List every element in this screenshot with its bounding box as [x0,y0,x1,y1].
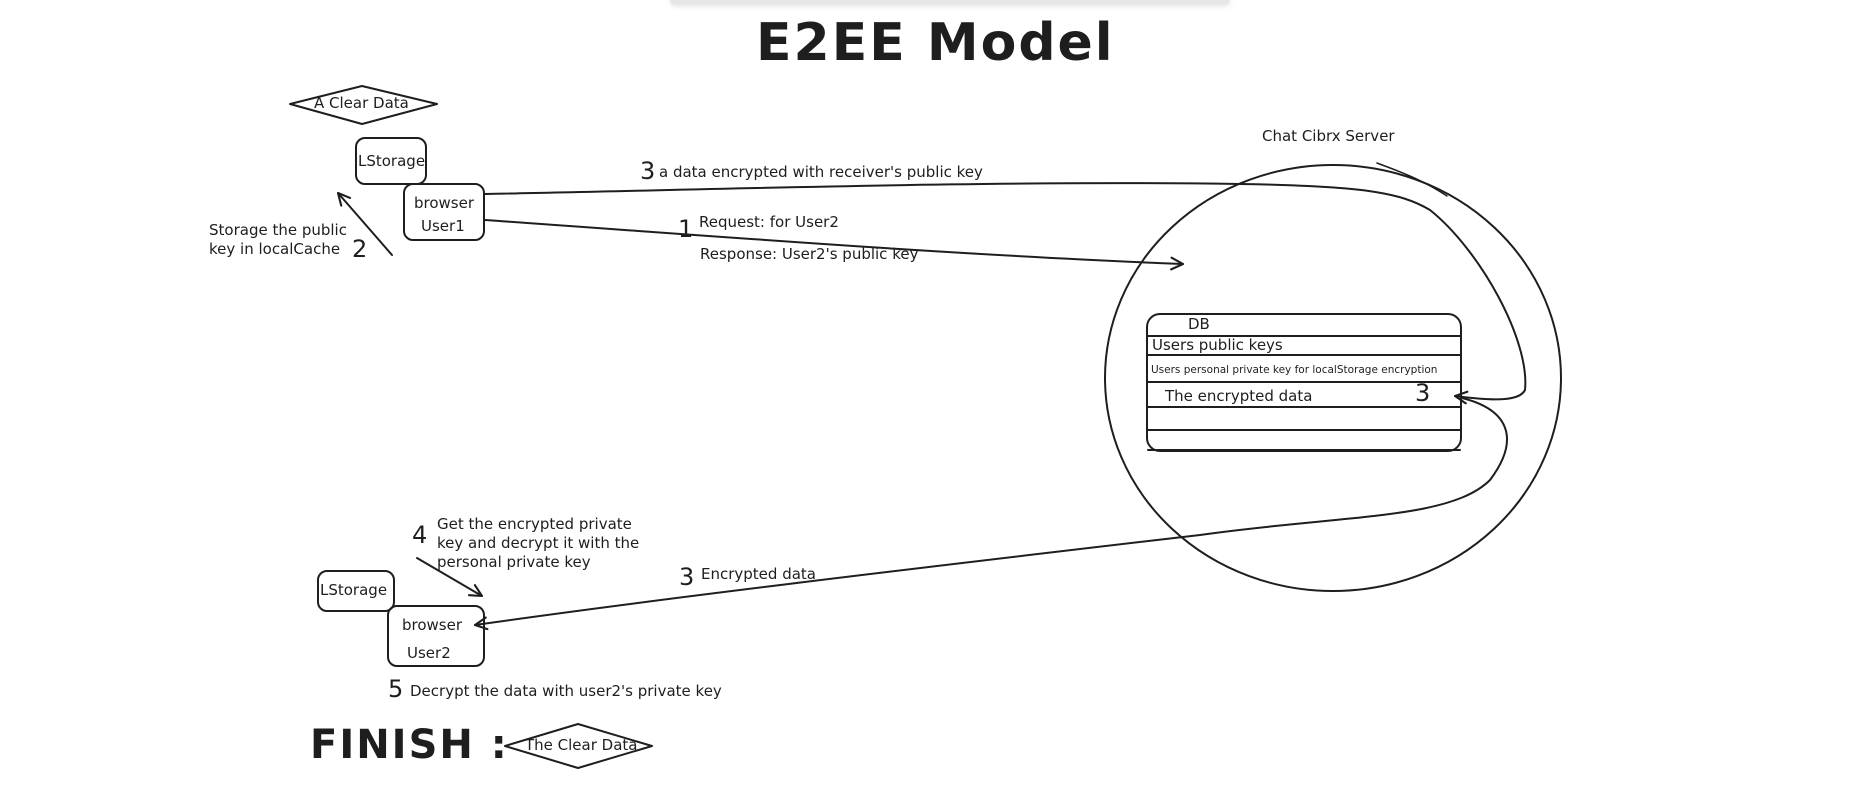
step-2-text-line1: Storage the public [209,221,347,239]
step-4-number: 4 [412,521,428,549]
step-3a-text: a data encrypted with receiver's public … [659,163,983,181]
arrow-step-2 [336,191,393,256]
step-2-text-line2: key in localCache [209,240,341,258]
finish-clear-data-diamond [504,723,653,769]
diagram-title: E2EE Model [756,13,1115,73]
db-header: DB [1188,315,1210,333]
db-row-public-keys: Users public keys [1152,336,1283,354]
user1-lstorage-label: LStorage [358,152,426,170]
step-3-db-number: 3 [1415,379,1431,407]
step-3a-number: 3 [640,157,656,185]
step-5-text: Decrypt the data with user2's private ke… [410,682,722,700]
step-5-number: 5 [388,675,404,703]
step-3b-text: Encrypted data [701,565,816,583]
top-toolbar-shadow [670,0,1230,4]
user1-browser-box[interactable] [403,183,485,241]
server-circle [1104,164,1562,592]
clear-data-diamond [289,85,438,125]
clear-data-label: A Clear Data [314,94,409,112]
server-circle-sketch-overlap [1376,162,1448,197]
arrow-step-1 [484,219,1185,271]
finish-label: FINISH : [310,722,509,768]
step-1-number: 1 [678,215,694,243]
user1-browser-label: browser [414,194,475,212]
server-label: Chat Cibrx Server [1262,127,1395,145]
finish-result-label: The Clear Data [525,736,638,754]
step-1-response: Response: User2's public key [700,245,919,263]
step-2-number: 2 [352,235,368,263]
user2-lstorage-box[interactable] [317,570,395,612]
step-4-text-line2: key and decrypt it with the [437,534,640,552]
user2-lstorage-label: LStorage [320,581,388,599]
arrow-step-3b [473,397,1508,631]
db-table[interactable] [1146,313,1462,452]
user1-lstorage-box[interactable] [355,137,427,185]
step-4-text-line1: Get the encrypted private [437,515,632,533]
step-1-request: Request: for User2 [699,213,839,231]
db-row-encrypted-data: The encrypted data [1165,387,1313,405]
step-4-text-line3: personal private key [437,553,591,571]
user2-browser-box[interactable] [387,605,485,667]
step-3b-number: 3 [679,563,695,591]
user2-browser-label: browser [402,616,463,634]
user1-name-label: User1 [421,217,465,235]
db-row-private-keys: Users personal private key for localStor… [1151,364,1438,376]
user2-name-label: User2 [407,644,451,662]
arrow-step-4 [416,557,484,598]
arrow-step-3a [484,182,1527,405]
